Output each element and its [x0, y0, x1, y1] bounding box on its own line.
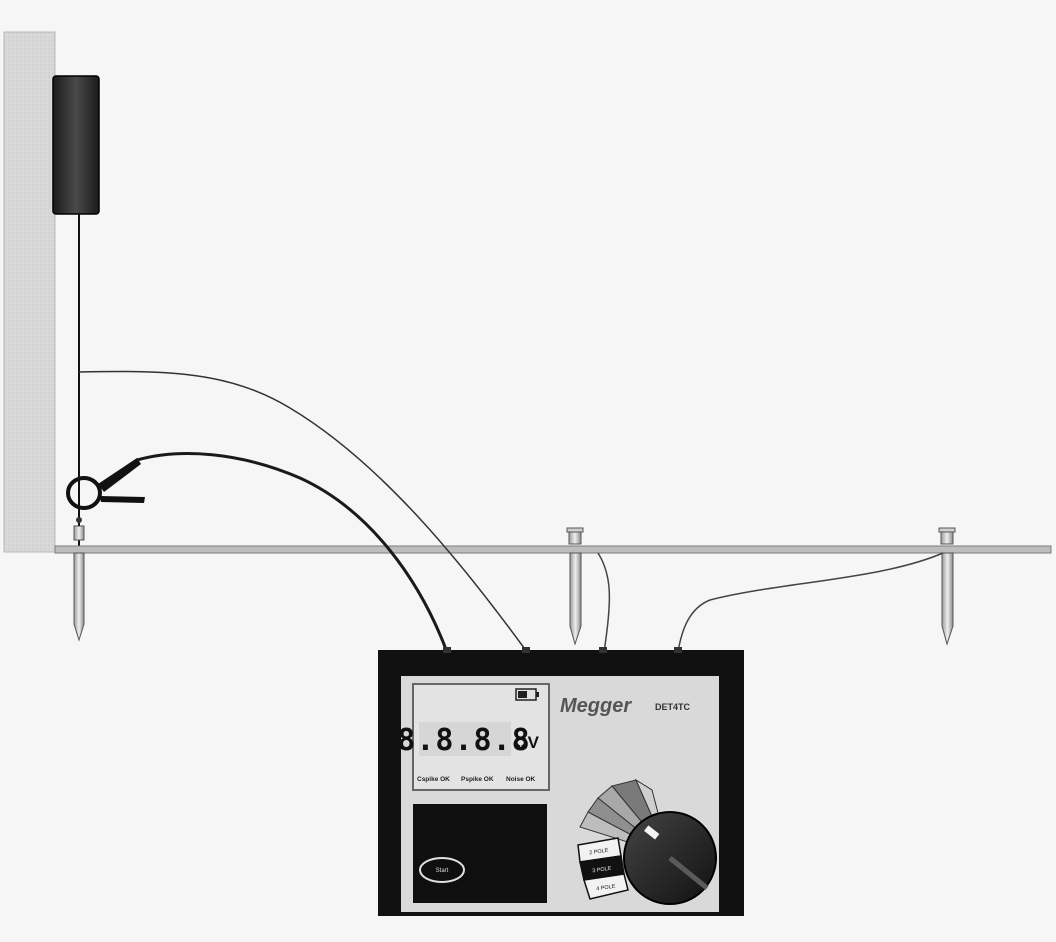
- earth-lead: [78, 370, 528, 653]
- current-lead: [677, 552, 944, 653]
- potential-lead: [597, 552, 611, 653]
- selector-dial[interactable]: [623, 811, 717, 905]
- display-digits: 8.8.8.8: [397, 723, 530, 758]
- display-unit: ΩV: [514, 733, 540, 752]
- status-pspike: Pspike OK: [461, 776, 494, 783]
- status-cspike: Cspike OK: [417, 776, 450, 783]
- start-button[interactable]: Start: [419, 857, 465, 883]
- svg-text:2 POLE: 2 POLE: [589, 848, 609, 857]
- megger-tester: 8.8.8.8 ΩV Cspike OK Pspike OK Noise OK …: [378, 647, 744, 916]
- current-spike: [938, 527, 956, 646]
- svg-text:3 POLE: 3 POLE: [592, 866, 612, 875]
- svg-text:4 POLE: 4 POLE: [596, 884, 616, 893]
- wall: [3, 31, 56, 553]
- brand-logo: Megger: [560, 695, 632, 717]
- start-button-label: Start: [436, 868, 449, 874]
- potential-spike: [566, 527, 584, 646]
- start-pad: [413, 804, 547, 903]
- status-noise: Noise OK: [506, 776, 536, 783]
- electrical-box: [52, 75, 100, 215]
- model-label: DET4TC: [655, 702, 691, 712]
- mode-label-4pole: 4 POLE: [583, 873, 629, 900]
- clamp-lead: [136, 452, 449, 653]
- battery-icon: [515, 688, 539, 701]
- ground-line: [54, 545, 1052, 554]
- current-clamp: [66, 458, 145, 526]
